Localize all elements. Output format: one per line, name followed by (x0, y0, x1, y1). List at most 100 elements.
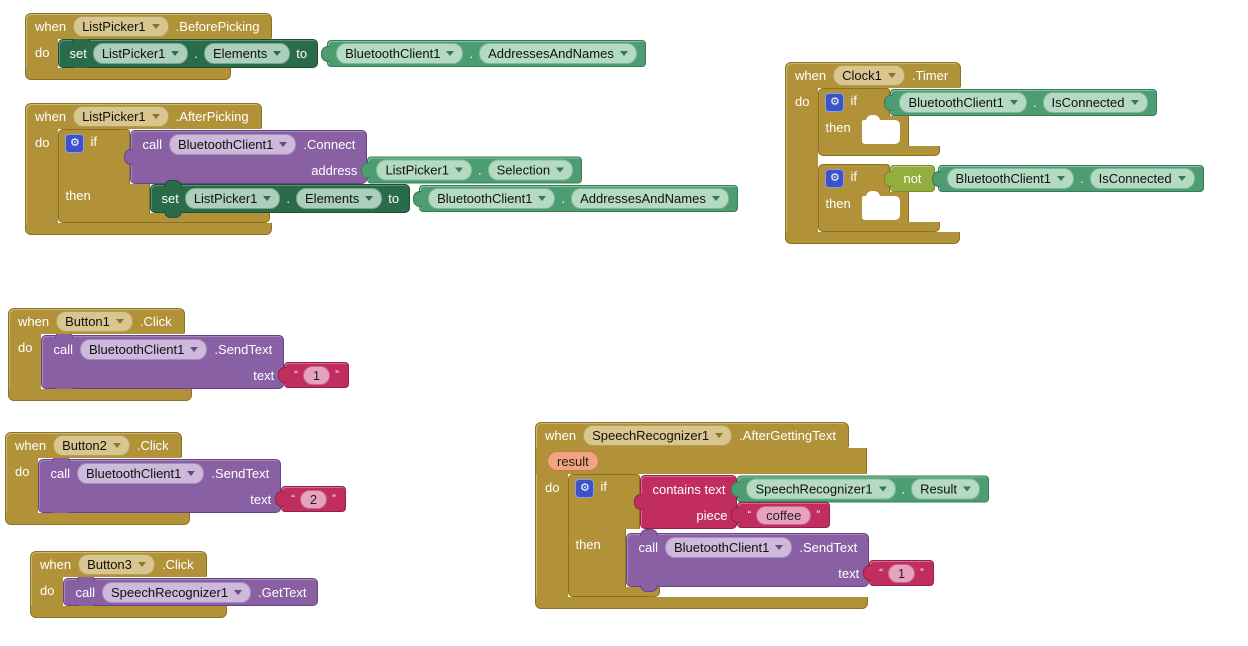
do-gutter: do (8, 334, 42, 389)
event-name-label: .AfterGettingText (739, 428, 836, 443)
mutator-gear-icon[interactable]: ⚙ (65, 134, 85, 153)
result-param-chip[interactable]: result (547, 451, 599, 471)
set-listpicker1-elements-block[interactable]: set ListPicker1 . Elements to (58, 35, 319, 73)
property-dropdown[interactable]: Elements (204, 43, 291, 64)
property-dropdown[interactable]: AddressesAndNames (479, 43, 637, 64)
string-value-field[interactable]: 2 (299, 489, 328, 509)
component-dropdown[interactable]: ListPicker1 (184, 188, 281, 209)
component-dropdown[interactable]: Clock1 (833, 65, 905, 86)
property-dropdown[interactable]: Selection (487, 159, 574, 181)
bluetoothclient1-isconnected-getter[interactable]: BluetoothClient1 . IsConnected (937, 165, 1204, 192)
empty-statement-socket[interactable] (861, 191, 900, 220)
when-button2-click-block[interactable]: when Button2 .Click do call BluetoothCli… (5, 432, 346, 525)
call-bluetoothclient1-sendtext-block[interactable]: call BluetoothClient1 .SendText text (626, 529, 934, 592)
call-bluetoothclient1-sendtext-block[interactable]: call BluetoothClient1 .SendText text “ (41, 331, 349, 394)
mutator-gear-icon[interactable]: ⚙ (825, 169, 845, 188)
property-dropdown[interactable]: IsConnected (1089, 168, 1195, 189)
component-dropdown[interactable]: BluetoothClient1 (79, 338, 208, 360)
set-listpicker1-elements-block[interactable]: set ListPicker1 . Elements (150, 180, 411, 218)
when-listpicker1-beforepicking-block[interactable]: when ListPicker1 .BeforePicking do set L… (25, 13, 646, 80)
do-label: do (18, 340, 33, 355)
event-header[interactable]: when Button1 .Click (8, 308, 185, 334)
if-block[interactable]: ⚙ if call BluetoothClient1 (58, 129, 738, 223)
dropdown-value: AddressesAndNames (488, 46, 614, 61)
event-header[interactable]: when Button3 .Click (30, 551, 207, 577)
event-header[interactable]: when ListPicker1 .AfterPicking (25, 103, 262, 129)
do-gutter: do (5, 458, 39, 513)
when-listpicker1-afterpicking-block[interactable]: when ListPicker1 .AfterPicking do ⚙ if (25, 103, 738, 235)
text-string-block[interactable]: “ 1 ” (284, 362, 349, 388)
component-dropdown[interactable]: ListPicker1 (73, 106, 169, 127)
mutator-gear-icon[interactable]: ⚙ (825, 93, 845, 112)
dropdown-arrow-icon (171, 51, 180, 56)
speechrecognizer1-result-getter[interactable]: SpeechRecognizer1 . Result (737, 475, 990, 503)
call-speechrecognizer1-gettext-block[interactable]: call SpeechRecognizer1 .GetText (63, 574, 319, 611)
mutator-gear-icon[interactable]: ⚙ (575, 479, 595, 498)
when-button3-click-block[interactable]: when Button3 .Click do call SpeechRecogn… (30, 551, 319, 618)
when-button1-click-block[interactable]: when Button1 .Click do call BluetoothCli… (8, 308, 349, 401)
not-logic-block[interactable]: not (890, 165, 935, 192)
component-dropdown[interactable]: Button1 (56, 311, 133, 332)
string-value-field[interactable]: coffee (756, 505, 812, 525)
dropdown-arrow-icon (711, 196, 720, 201)
when-clock1-timer-block[interactable]: when Clock1 .Timer do ⚙ if (785, 62, 1204, 244)
if-label: if (850, 169, 857, 184)
component-dropdown[interactable]: BluetoothClient1 (168, 133, 297, 155)
event-name-label: .Click (161, 557, 194, 572)
component-dropdown[interactable]: BluetoothClient1 (76, 462, 205, 484)
when-speechrecognizer1-aftergettingtext-block[interactable]: when SpeechRecognizer1 .AfterGettingText… (535, 422, 990, 609)
dropdown-arrow-icon (1056, 176, 1065, 181)
if-block[interactable]: ⚙ if contains text Spee (568, 474, 990, 597)
dropdown-value: Clock1 (842, 68, 882, 83)
component-dropdown[interactable]: SpeechRecognizer1 (583, 425, 733, 446)
component-dropdown[interactable]: BluetoothClient1 (899, 92, 1027, 113)
component-dropdown[interactable]: BluetoothClient1 (428, 188, 556, 209)
component-dropdown[interactable]: ListPicker1 (73, 16, 169, 37)
property-dropdown[interactable]: AddressesAndNames (571, 188, 729, 209)
text-string-block[interactable]: “ 2 ” (281, 486, 346, 512)
component-dropdown[interactable]: ListPicker1 (376, 159, 473, 181)
dropdown-arrow-icon (1009, 100, 1018, 105)
event-footer (5, 513, 190, 525)
component-dropdown[interactable]: Button2 (53, 435, 130, 456)
then-label: then (825, 120, 851, 135)
if-header: ⚙ if (818, 88, 891, 116)
string-value-field[interactable]: 1 (887, 563, 916, 583)
dropdown-arrow-icon (538, 196, 547, 201)
property-dropdown[interactable]: Result (911, 478, 981, 500)
dropdown-arrow-icon (115, 319, 124, 324)
component-dropdown[interactable]: SpeechRecognizer1 (101, 581, 252, 603)
empty-statement-socket[interactable] (861, 115, 900, 144)
text-string-block[interactable]: “ 1 ” (869, 560, 934, 586)
listpicker1-selection-getter[interactable]: ListPicker1 . Selection (367, 156, 583, 184)
bluetoothclient1-addressesandnames-getter[interactable]: BluetoothClient1 . AddressesAndNames (327, 40, 646, 67)
property-dropdown[interactable]: IsConnected (1042, 92, 1148, 113)
component-dropdown[interactable]: SpeechRecognizer1 (746, 478, 896, 500)
event-header[interactable]: when Clock1 .Timer (785, 62, 962, 88)
component-dropdown[interactable]: ListPicker1 (92, 43, 189, 64)
contains-text-block[interactable]: contains text SpeechRecognizer1 . (640, 475, 990, 529)
component-dropdown[interactable]: BluetoothClient1 (946, 168, 1074, 189)
piece-string-block[interactable]: “ coffee ” (737, 502, 830, 528)
component-dropdown[interactable]: Button3 (78, 554, 155, 575)
call-bluetoothclient1-connect-block[interactable]: call BluetoothClient1 .Connect address (130, 130, 583, 184)
string-value-field[interactable]: 1 (302, 365, 331, 385)
dropdown-value: BluetoothClient1 (908, 95, 1004, 110)
open-quote-label: “ (294, 369, 298, 381)
component-dropdown[interactable]: BluetoothClient1 (664, 536, 793, 558)
component-dropdown[interactable]: BluetoothClient1 (336, 43, 464, 64)
event-header[interactable]: when Button2 .Click (5, 432, 182, 458)
if-footer (568, 587, 661, 597)
if-block[interactable]: ⚙ if not BluetoothClient1 (818, 164, 1204, 232)
dropdown-arrow-icon (365, 196, 374, 201)
bluetoothclient1-addressesandnames-getter[interactable]: BluetoothClient1 . AddressesAndNames (419, 185, 738, 212)
property-dropdown[interactable]: Elements (296, 188, 383, 209)
dropdown-value: ListPicker1 (101, 46, 166, 61)
call-bluetoothclient1-sendtext-block[interactable]: call BluetoothClient1 .SendText text “ (38, 455, 346, 518)
do-label: do (545, 480, 560, 495)
event-header[interactable]: when ListPicker1 .BeforePicking (25, 13, 273, 39)
event-header[interactable]: when SpeechRecognizer1 .AfterGettingText (535, 422, 849, 448)
bluetoothclient1-isconnected-getter[interactable]: BluetoothClient1 . IsConnected (890, 89, 1157, 116)
if-block[interactable]: ⚙ if BluetoothClient1 . (818, 88, 1157, 156)
